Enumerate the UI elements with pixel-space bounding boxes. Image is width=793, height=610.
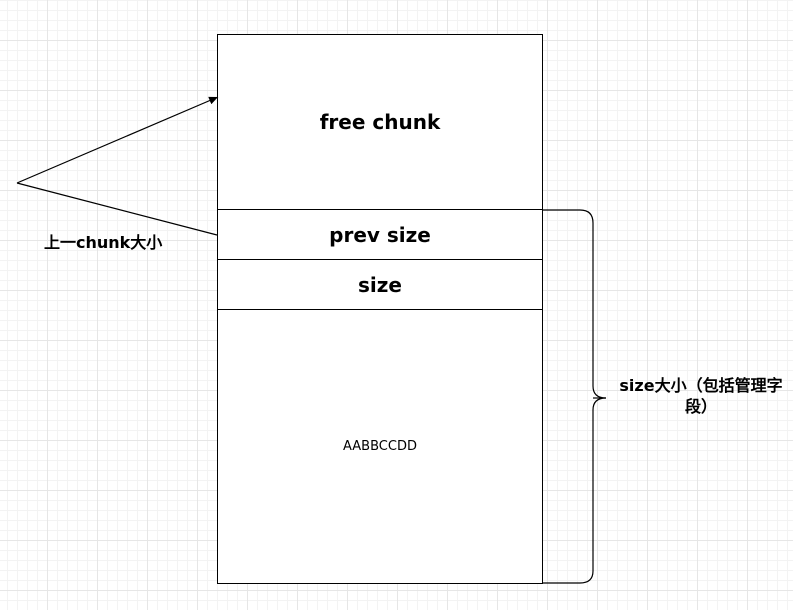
size-range-brace xyxy=(543,209,607,584)
size-field: size xyxy=(217,259,543,310)
size-label: size xyxy=(358,272,402,297)
size-range-label: size大小（包括管理字段） xyxy=(619,376,783,416)
user-data-area: AABBCCDD xyxy=(217,309,543,584)
user-data-value: AABBCCDD xyxy=(343,439,417,454)
prev-chunk-size-label: 上一chunk大小 xyxy=(44,233,163,252)
prev-size-field: prev size xyxy=(217,209,543,260)
free-chunk-label: free chunk xyxy=(319,110,441,134)
prev-size-label: prev size xyxy=(329,222,431,247)
pointer-base-line xyxy=(16,182,218,236)
free-chunk-block: free chunk xyxy=(217,34,543,210)
pointer-arrow-line xyxy=(16,96,219,184)
